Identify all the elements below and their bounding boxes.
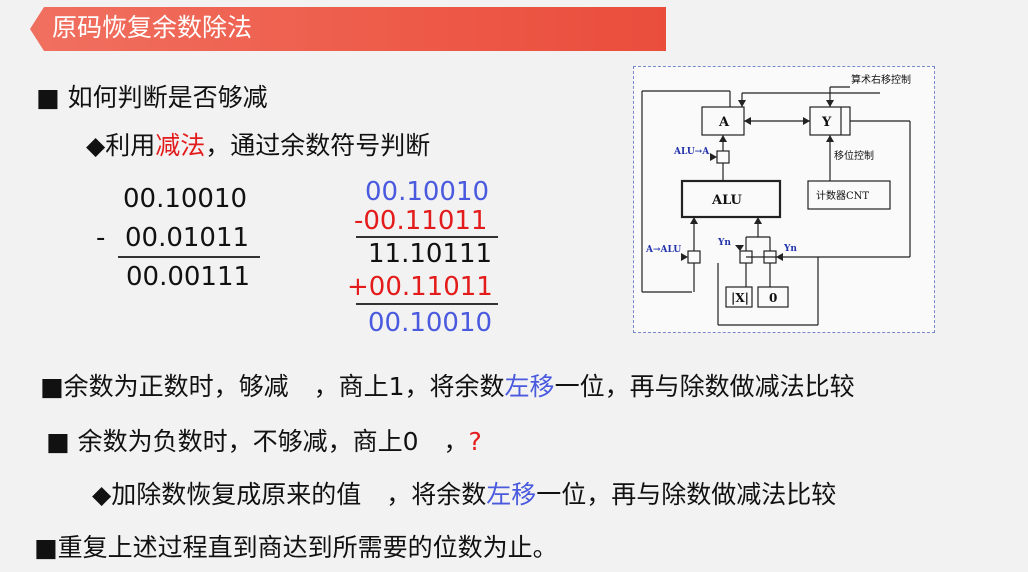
calc-left-minus: -	[96, 223, 106, 253]
calc-left-result: 00.00111	[126, 262, 251, 292]
calc-right-row1: 00.10010	[365, 177, 490, 207]
calc-right-row2: -00.11011	[354, 206, 488, 236]
diagram-reg-x: |X|	[731, 291, 749, 305]
circuit-svg: 算术右移控制 A Y ALU→A 移位控制 ALU 计数器CNT A→ALU Y…	[641, 73, 911, 326]
diagram-label-yn-right: Yn	[783, 244, 797, 254]
square-bullet-icon: ■	[40, 372, 64, 401]
diamond-bullet-icon: ◆	[92, 480, 112, 509]
calc-right-row4: +00.11011	[347, 272, 493, 302]
diagram-reg-y: Y	[821, 115, 832, 130]
bullet-negative-remainder: ■ 余数为负数时，不够减，商上0 ，?	[46, 427, 482, 456]
page-title: 原码恢复余数除法	[52, 13, 253, 42]
calc-right-row3: 11.10111	[368, 239, 493, 269]
calc-right-rule2	[356, 303, 498, 305]
calc-right-row5: 00.10010	[368, 308, 493, 338]
diagram-label-yn-left: Yn	[717, 238, 731, 248]
diagram-label-a-to-alu: A→ALU	[645, 245, 681, 255]
diagram-alu: ALU	[711, 193, 743, 208]
bullet-positive-remainder: ■余数为正数时，够减 ，商上1，将余数左移一位，再与除数做减法比较	[40, 372, 855, 401]
diagram-reg-zero: 0	[769, 291, 777, 305]
bullet-repeat: ■重复上述过程直到商达到所需要的位数为止。	[34, 533, 558, 562]
diagram-label-shift-ctrl: 算术右移控制	[851, 73, 911, 86]
divider-circuit-diagram: 算术右移控制 A Y ALU→A 移位控制 ALU 计数器CNT A→ALU Y…	[633, 66, 935, 333]
diagram-counter: 计数器CNT	[816, 189, 869, 202]
title-banner	[30, 7, 666, 51]
calc-right-rule1	[356, 236, 498, 238]
sub-bullet-use-subtraction: ◆利用减法，通过余数符号判断	[86, 131, 431, 160]
square-bullet-icon: ■	[34, 533, 58, 562]
square-bullet-icon: ■	[46, 427, 70, 456]
diagram-label-move-ctrl: 移位控制	[834, 149, 874, 162]
calc-left-rule	[118, 256, 260, 258]
calc-left-row2: 00.01011	[125, 223, 250, 253]
bullet-how-to-judge: ■ 如何判断是否够减	[36, 83, 268, 112]
diagram-label-alu-to-a: ALU→A	[673, 147, 710, 157]
diamond-bullet-icon: ◆	[86, 131, 106, 160]
calc-left-row1: 00.10010	[123, 184, 248, 214]
diagram-reg-a: A	[718, 115, 730, 130]
square-bullet-icon: ■	[36, 83, 60, 112]
sub-bullet-restore: ◆加除数恢复成原来的值 ，将余数左移一位，再与除数做减法比较	[92, 480, 837, 509]
